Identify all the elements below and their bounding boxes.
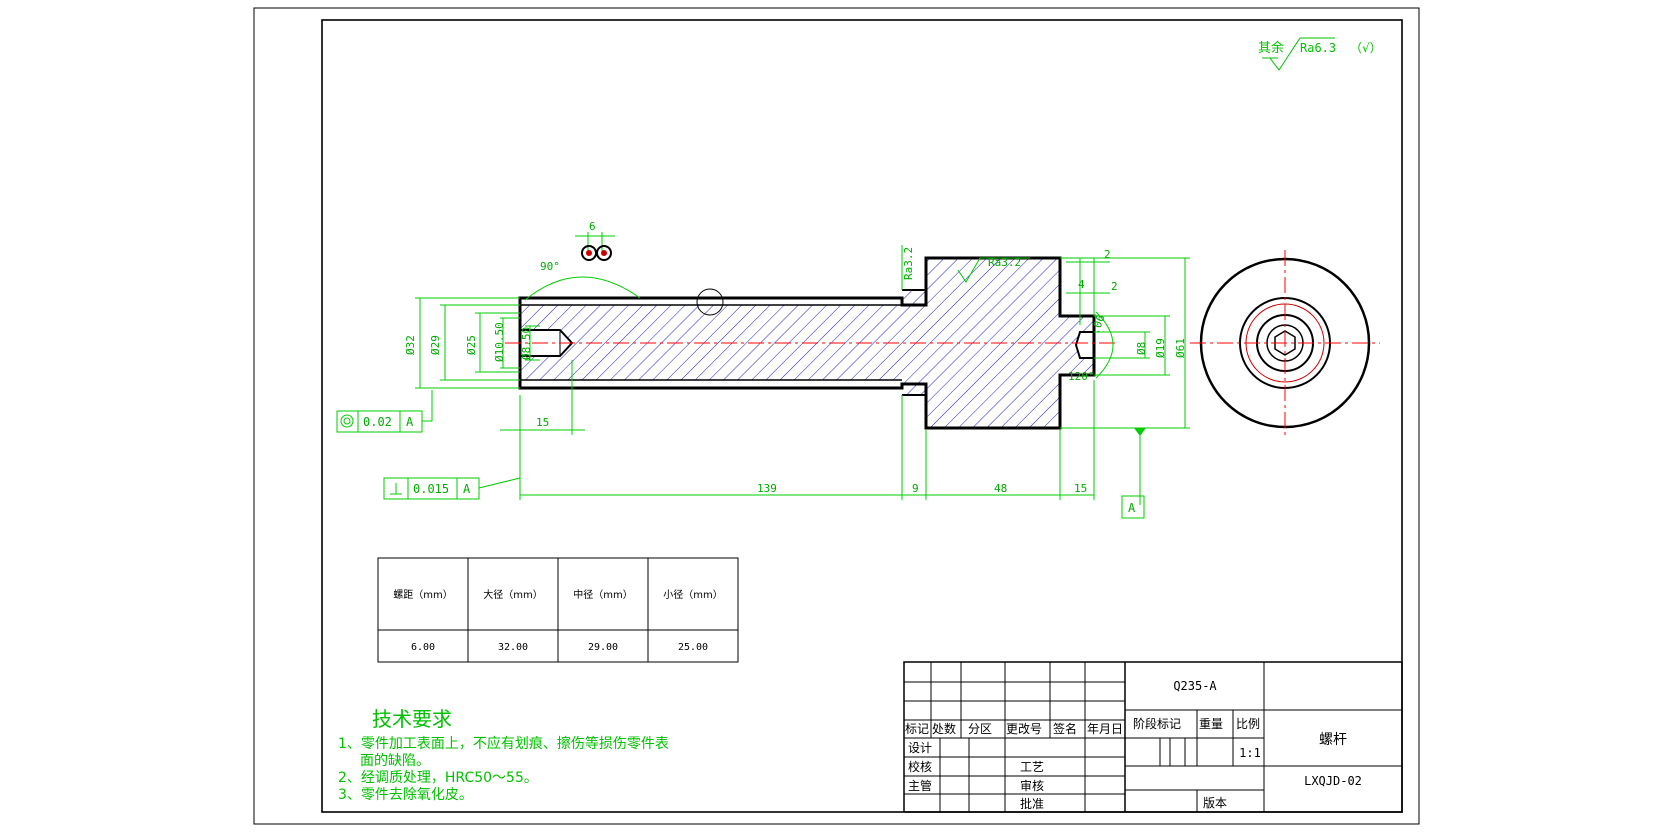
datum-box: A	[1121, 495, 1145, 519]
tech-requirements: 技术要求 1、零件加工表面上，不应有划痕、擦伤等损伤零件表 面的缺陷。 2、经调…	[338, 707, 669, 803]
dim-d61: Ø61	[1174, 338, 1187, 358]
perpendicularity-value: 0.015	[413, 482, 449, 496]
tb-version: 版本	[1203, 796, 1227, 810]
thread-cell-pitch: 6.00	[411, 642, 435, 653]
dim-120deg: 120°	[1068, 370, 1095, 383]
thread-header-major: 大径（mm）	[483, 588, 542, 601]
tb-stage-mark: 阶段标记	[1133, 716, 1181, 731]
surface-finish-label: 其余	[1258, 40, 1284, 56]
tb-mark: 标记	[905, 722, 929, 736]
dim-ra32-left: Ra3.2	[902, 247, 915, 280]
thread-symbol-icon	[581, 245, 612, 261]
thread-cell-major: 32.00	[498, 642, 528, 653]
dim-48: 48	[994, 482, 1007, 495]
end-view	[1190, 250, 1380, 436]
tb-ratio: 比例	[1236, 717, 1260, 731]
dim-15a: 15	[536, 416, 549, 429]
dimension-lines	[415, 232, 1190, 505]
dim-d8: Ø8	[1135, 342, 1148, 355]
thread-header-minor: 小径（mm）	[663, 588, 722, 601]
dim-06: .06	[1089, 313, 1108, 336]
thread-header-pitch-dia: 中径（mm）	[573, 588, 632, 601]
tech-req-item-3: 3、零件去除氧化皮。	[338, 787, 473, 803]
dim-9: 9	[912, 482, 919, 495]
datum-label: A	[1128, 501, 1136, 515]
concentricity-datum: A	[406, 415, 414, 429]
dim-2b: 2	[1111, 280, 1118, 293]
dim-139: 139	[757, 482, 777, 495]
hex-socket	[1274, 330, 1296, 356]
dim-ra32-top: Ra3.2	[988, 256, 1021, 269]
dim-15b: 15	[1074, 482, 1087, 495]
outer-border	[253, 7, 1420, 825]
dim-6: 6	[589, 220, 596, 233]
tb-part-name: 螺杆	[1319, 732, 1347, 748]
dim-d32: Ø32	[404, 335, 417, 355]
surface-finish-check: （√）	[1350, 41, 1382, 55]
perpendicularity-icon	[390, 483, 402, 495]
thread-header-pitch: 螺距（mm）	[393, 589, 452, 601]
tb-signature: 签名	[1053, 721, 1077, 736]
surface-finish-note: 其余 Ra6.3 （√）	[1258, 37, 1382, 71]
tb-check: 校核	[908, 759, 932, 774]
dim-4: 4	[1078, 278, 1085, 291]
tb-drawing-no: LXQJD-02	[1304, 774, 1362, 788]
tech-req-item-2: 2、经调质处理，HRC50～55。	[338, 770, 538, 786]
tech-req-item-1: 1、零件加工表面上，不应有划痕、擦伤等损伤零件表	[338, 735, 669, 752]
inner-border	[321, 19, 1403, 813]
tb-process: 工艺	[1020, 760, 1044, 774]
dim-2a: 2	[1104, 248, 1111, 261]
tech-requirements-title: 技术要求	[372, 707, 452, 731]
concentricity-frame: 0.02 A	[336, 390, 433, 433]
tb-weight: 重量	[1199, 717, 1223, 731]
concentricity-value: 0.02	[363, 415, 392, 429]
tb-count: 处数	[932, 721, 956, 736]
tb-approve: 批准	[1020, 796, 1044, 811]
screw-section-view	[505, 256, 1115, 430]
perpendicularity-frame: 0.015 A	[383, 477, 521, 500]
tb-review: 审核	[1020, 778, 1044, 793]
surface-finish-symbol	[1269, 37, 1335, 71]
dim-d850: Ø8.50	[520, 327, 533, 360]
thread-cell-pitch-dia: 29.00	[588, 642, 618, 653]
title-block	[903, 661, 1403, 813]
tb-supervisor: 主管	[908, 778, 932, 793]
concentricity-icon	[340, 414, 354, 428]
dim-d1050: Ø10.50	[493, 322, 506, 362]
perpendicularity-datum: A	[463, 482, 471, 496]
tb-scale: 1:1	[1239, 746, 1261, 760]
datum-triangle	[1134, 428, 1146, 436]
tb-zone: 分区	[968, 722, 992, 736]
dim-d25: Ø25	[465, 335, 478, 355]
surface-finish-ra: Ra6.3	[1300, 41, 1336, 55]
tb-date: 年月日	[1087, 722, 1123, 736]
tb-material: Q235-A	[1173, 679, 1217, 693]
dim-90deg: 90°	[540, 260, 560, 273]
thread-cell-minor: 25.00	[678, 642, 708, 653]
tech-req-item-1b: 面的缺陷。	[360, 753, 430, 769]
dim-d19: Ø19	[1154, 338, 1167, 358]
title-block-text: Q235-A 螺杆 LXQJD-02 1:1 版本 标记 处数 分区 更改号 签…	[905, 679, 1362, 811]
tb-design: 设计	[908, 741, 932, 755]
dim-d29: Ø29	[429, 335, 442, 355]
tb-change-no: 更改号	[1006, 722, 1042, 736]
thread-table: 螺距（mm） 大径（mm） 中径（mm） 小径（mm） 6.00 32.00 2…	[377, 557, 739, 663]
